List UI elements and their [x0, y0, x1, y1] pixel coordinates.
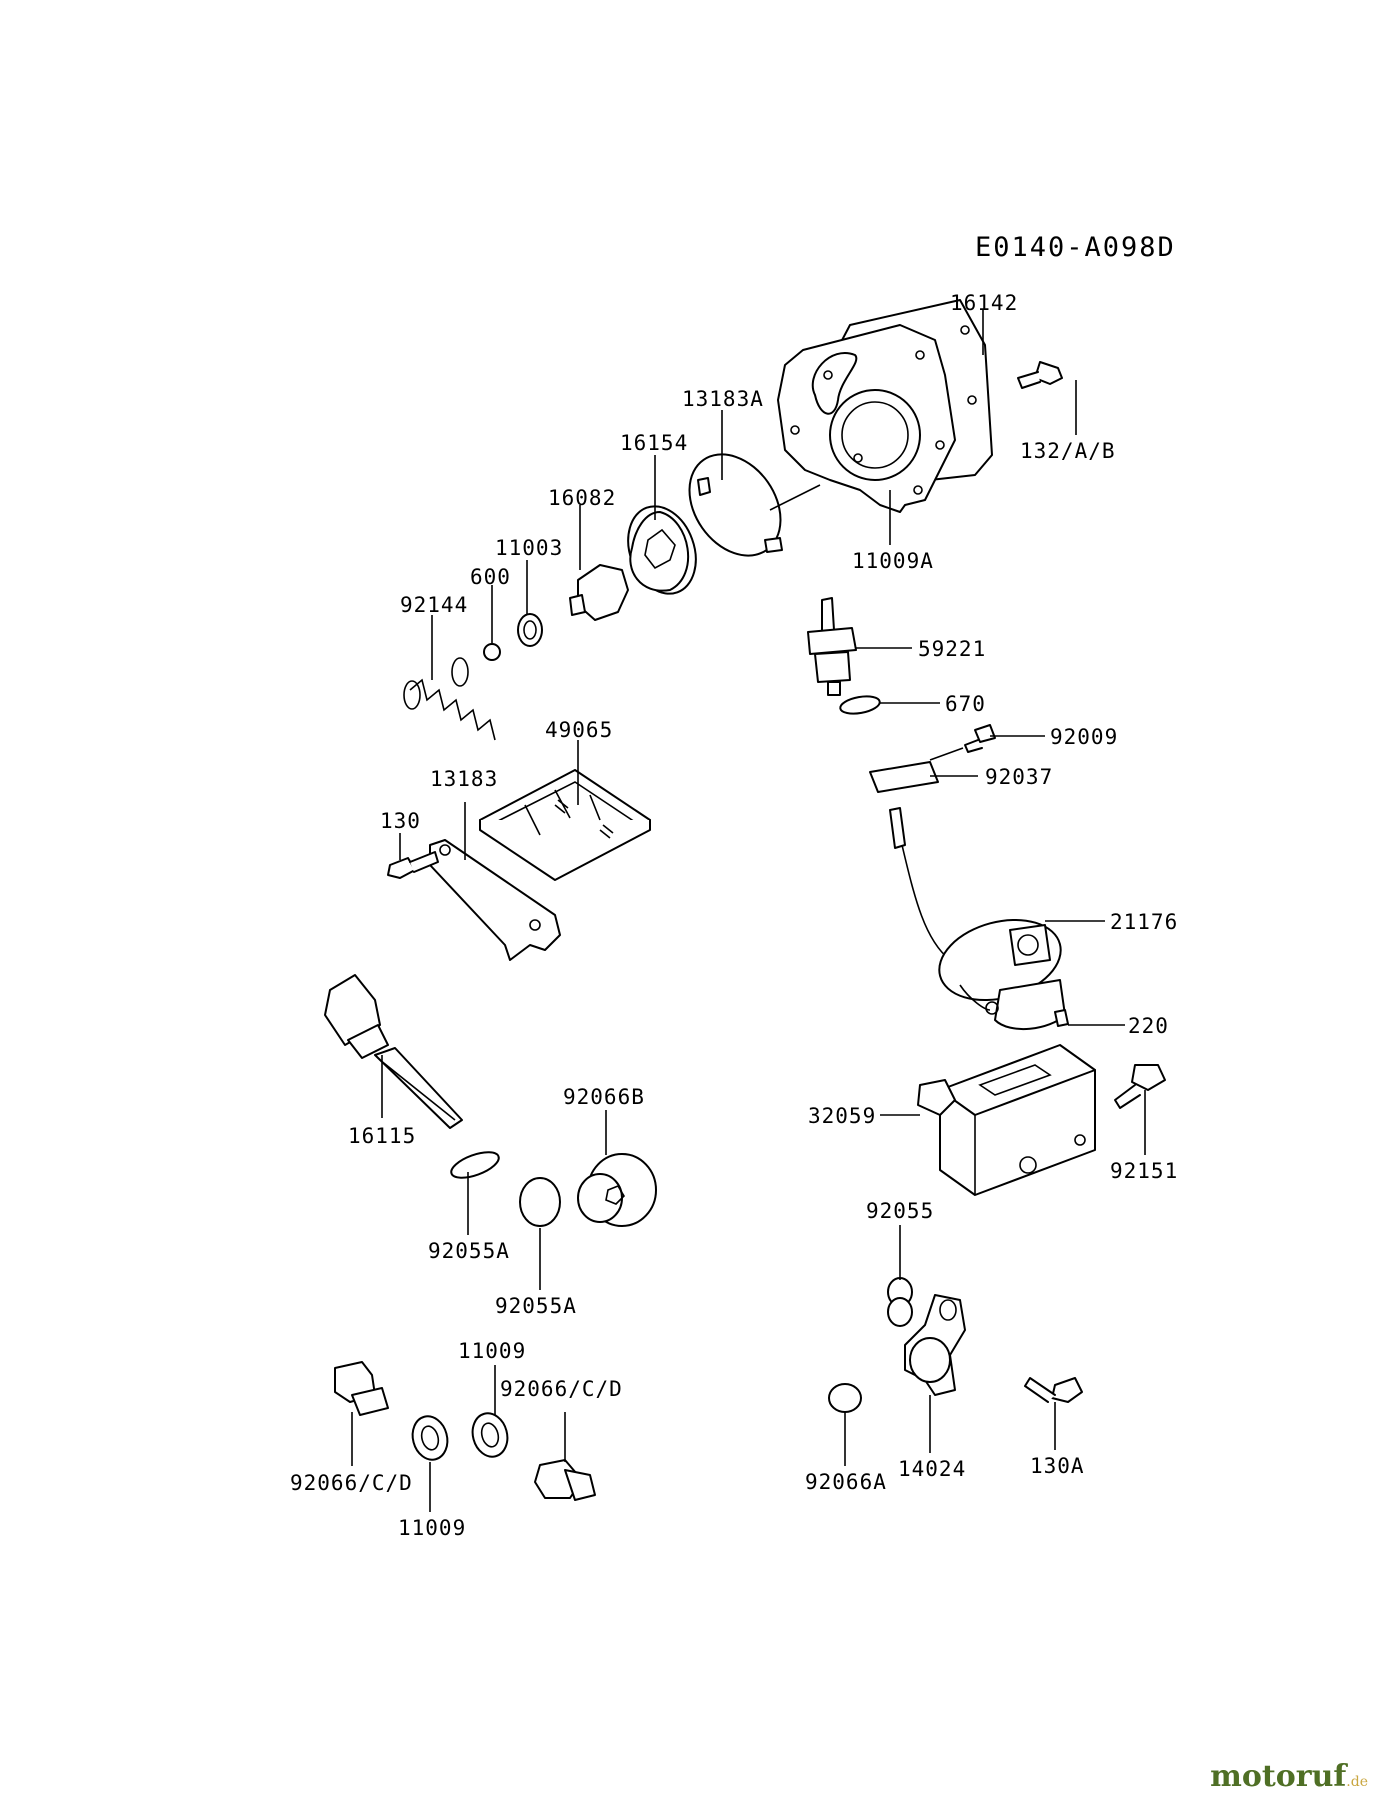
- screw-92009: [964, 724, 996, 753]
- label-92066a[interactable]: 92066A: [805, 1470, 887, 1494]
- label-49065[interactable]: 49065: [545, 718, 613, 742]
- bolt-130a: [1024, 1377, 1083, 1403]
- plug-92066a: [828, 1383, 862, 1413]
- label-16082[interactable]: 16082: [548, 486, 616, 510]
- label-132ab[interactable]: 132/A/B: [1020, 439, 1116, 463]
- oring-92055a-2: [519, 1177, 561, 1227]
- screw-220: [1054, 1009, 1069, 1027]
- label-14024[interactable]: 14024: [898, 1457, 966, 1481]
- label-92066b[interactable]: 92066B: [563, 1085, 645, 1109]
- label-13183a[interactable]: 13183A: [682, 387, 764, 411]
- label-130a[interactable]: 130A: [1030, 1454, 1085, 1478]
- label-92037[interactable]: 92037: [985, 765, 1053, 789]
- label-21176[interactable]: 21176: [1110, 910, 1178, 934]
- label-92055a-1[interactable]: 92055A: [428, 1239, 510, 1263]
- label-92055a-2[interactable]: 92055A: [495, 1294, 577, 1318]
- bolt-132: [1017, 361, 1063, 389]
- spring-92144: [403, 657, 496, 741]
- label-92055[interactable]: 92055: [866, 1199, 934, 1223]
- bracket-13183: [429, 839, 561, 961]
- washers-11009: [411, 1412, 509, 1461]
- watermark-tld: .de: [1346, 1774, 1368, 1790]
- bolt-130: [387, 851, 439, 879]
- label-16115[interactable]: 16115: [348, 1124, 416, 1148]
- plug-59221: [807, 597, 857, 696]
- plug-92066b: [577, 1153, 657, 1227]
- plug-92066cd-right: [534, 1459, 596, 1501]
- label-92066cd-right[interactable]: 92066/C/D: [500, 1377, 623, 1401]
- label-11009-top[interactable]: 11009: [458, 1339, 526, 1363]
- inner-rotor-16082: [569, 564, 629, 621]
- label-220[interactable]: 220: [1128, 1014, 1169, 1038]
- label-13183[interactable]: 13183: [430, 767, 498, 791]
- label-11009-bottom[interactable]: 11009: [398, 1516, 466, 1540]
- label-92144[interactable]: 92144: [400, 593, 468, 617]
- plug-92066cd-left: [334, 1361, 389, 1416]
- diagram-code: E0140-A098D: [975, 232, 1176, 263]
- label-670[interactable]: 670: [945, 692, 986, 716]
- outer-rotor-16154: [627, 505, 697, 595]
- label-11009a[interactable]: 11009A: [852, 549, 934, 573]
- watermark-brand: motoruf: [1210, 1759, 1347, 1794]
- clip-92037: [869, 761, 939, 793]
- label-92151[interactable]: 92151: [1110, 1159, 1178, 1183]
- plate-13183a: [688, 453, 783, 557]
- part-labels: 16142 132/A/B 13183A 16154 16082 11003 6…: [290, 291, 1178, 1540]
- orings-92055: [887, 1277, 913, 1327]
- oring-670: [839, 695, 881, 715]
- oil-screen-49065: [479, 769, 651, 881]
- pump-cover-gasket: [777, 299, 993, 513]
- ball-600: [483, 643, 501, 661]
- watermark-logo: motoruf.de: [1210, 1759, 1368, 1794]
- label-92066cd-left[interactable]: 92066/C/D: [290, 1471, 413, 1495]
- label-600[interactable]: 600: [470, 565, 511, 589]
- shaft-11003: [517, 613, 543, 647]
- bracket-32059: [917, 1044, 1096, 1196]
- label-32059[interactable]: 32059: [808, 1104, 876, 1128]
- label-59221[interactable]: 59221: [918, 637, 986, 661]
- label-130[interactable]: 130: [380, 809, 421, 833]
- body-14024: [904, 1294, 966, 1396]
- label-16142[interactable]: 16142: [950, 291, 1018, 315]
- leader-lines: [351, 310, 1146, 1512]
- label-92009[interactable]: 92009: [1050, 725, 1118, 749]
- label-11003[interactable]: 11003: [495, 536, 563, 560]
- bolt-92151: [1114, 1064, 1166, 1109]
- label-16154[interactable]: 16154: [620, 431, 688, 455]
- oring-92055a-1: [450, 1151, 500, 1179]
- dipstick-16115: [324, 974, 463, 1129]
- sensor-21176: [889, 807, 1066, 1031]
